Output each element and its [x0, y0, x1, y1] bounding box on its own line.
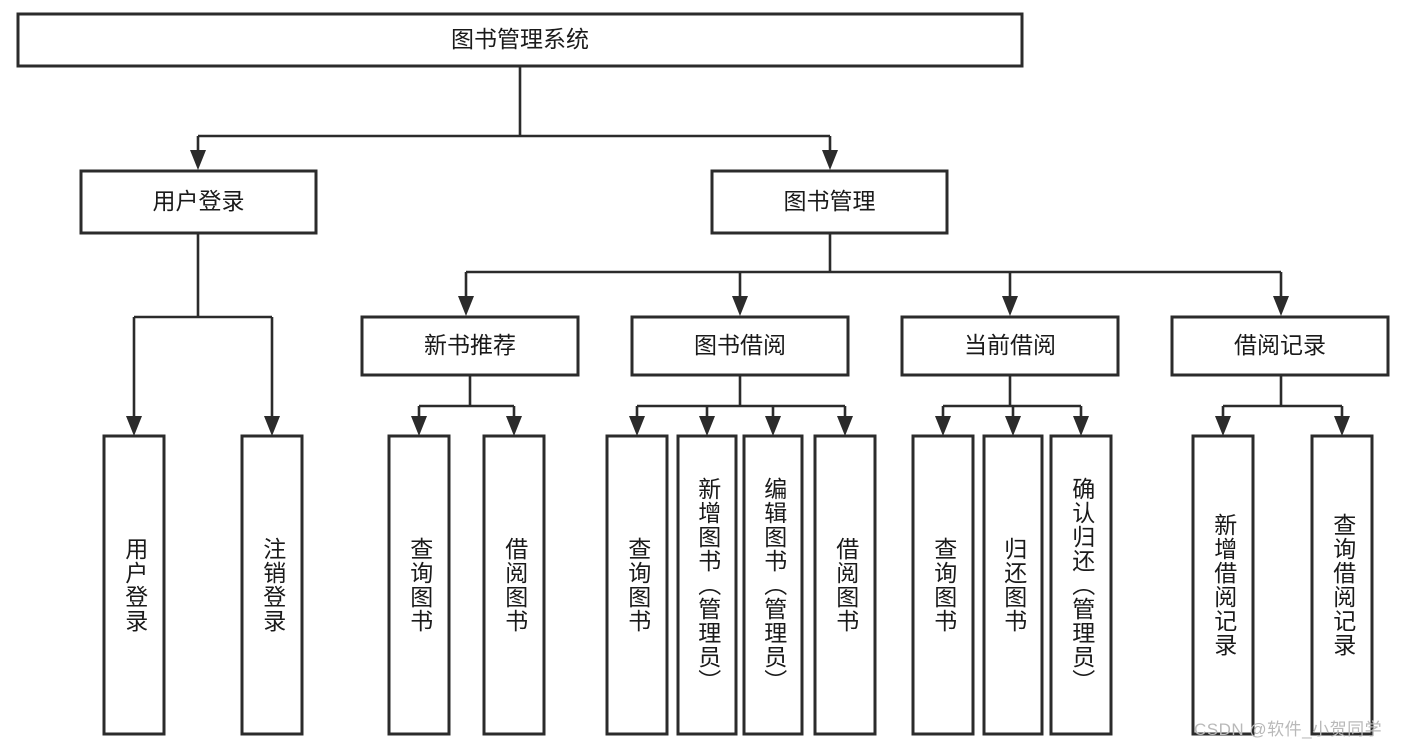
node-box-current-borrow[interactable]	[900, 315, 1120, 377]
arrowhead-borrow-record	[1273, 296, 1289, 316]
arrowhead-leaf-user-login-2	[264, 416, 280, 436]
node-box-leaf-user-login-2[interactable]	[240, 434, 304, 736]
node-box-leaf-user-login-1[interactable]	[102, 434, 166, 736]
node-box-leaf-nbr-2[interactable]	[482, 434, 546, 736]
arrowhead-user-login	[190, 150, 206, 170]
node-box-new-book-recommend[interactable]	[360, 315, 580, 377]
connector-group-book-borrow	[629, 375, 853, 436]
node-box-leaf-nbr-1[interactable]	[387, 434, 451, 736]
arrowhead-leaf-bb-4	[837, 416, 853, 436]
arrowhead-leaf-bb-3	[765, 416, 781, 436]
node-label-borrow-record: 借阅记录	[1234, 332, 1326, 358]
csdn-watermark: CSDN @软件_小贺同学	[1194, 720, 1383, 739]
node-box-book-management[interactable]	[710, 169, 949, 235]
connector-group-user-login	[126, 233, 280, 436]
arrowhead-leaf-nbr-2	[506, 416, 522, 436]
node-label-user-login: 用户登录	[153, 188, 245, 214]
arrowhead-new-book-recommend	[458, 296, 474, 316]
node-box-leaf-cb-3[interactable]	[1049, 434, 1113, 736]
arrowhead-leaf-br-1	[1215, 416, 1231, 436]
connector-group-book-mgmt	[458, 233, 1289, 316]
node-box-leaf-bb-1[interactable]	[605, 434, 669, 736]
arrowhead-leaf-cb-1	[935, 416, 951, 436]
node-label-current-borrow: 当前借阅	[964, 332, 1056, 358]
node-box-book-borrow[interactable]	[630, 315, 850, 377]
arrowhead-book-borrow	[732, 296, 748, 316]
node-box-leaf-br-2[interactable]	[1310, 434, 1374, 736]
node-box-leaf-bb-2[interactable]	[676, 434, 738, 736]
arrowhead-leaf-cb-3	[1073, 416, 1089, 436]
arrowhead-leaf-bb-1	[629, 416, 645, 436]
connector-group-new-book-recommend	[411, 375, 522, 436]
connector-group-root	[190, 66, 838, 170]
arrowhead-leaf-cb-2	[1005, 416, 1021, 436]
arrowhead-leaf-bb-2	[699, 416, 715, 436]
arrowhead-leaf-nbr-1	[411, 416, 427, 436]
node-box-user-login[interactable]	[79, 169, 318, 235]
node-box-root[interactable]	[16, 12, 1024, 68]
node-label-new-book-recommend: 新书推荐	[424, 332, 516, 358]
node-box-borrow-record[interactable]	[1170, 315, 1390, 377]
node-label-book-borrow: 图书借阅	[694, 332, 786, 358]
node-box-leaf-br-1[interactable]	[1191, 434, 1255, 736]
node-box-leaf-cb-1[interactable]	[911, 434, 975, 736]
connector-group-borrow-record	[1215, 375, 1350, 436]
node-box-leaf-bb-4[interactable]	[813, 434, 877, 736]
arrowhead-leaf-br-2	[1334, 416, 1350, 436]
node-label-root: 图书管理系统	[451, 26, 589, 52]
node-label-book-management: 图书管理	[784, 188, 876, 214]
arrowhead-leaf-user-login-1	[126, 416, 142, 436]
node-box-leaf-bb-3[interactable]	[742, 434, 804, 736]
connector-group-current-borrow	[935, 375, 1089, 436]
arrowhead-current-borrow	[1002, 296, 1018, 316]
arrowhead-book-mgmt	[822, 150, 838, 170]
node-box-leaf-cb-2[interactable]	[982, 434, 1044, 736]
